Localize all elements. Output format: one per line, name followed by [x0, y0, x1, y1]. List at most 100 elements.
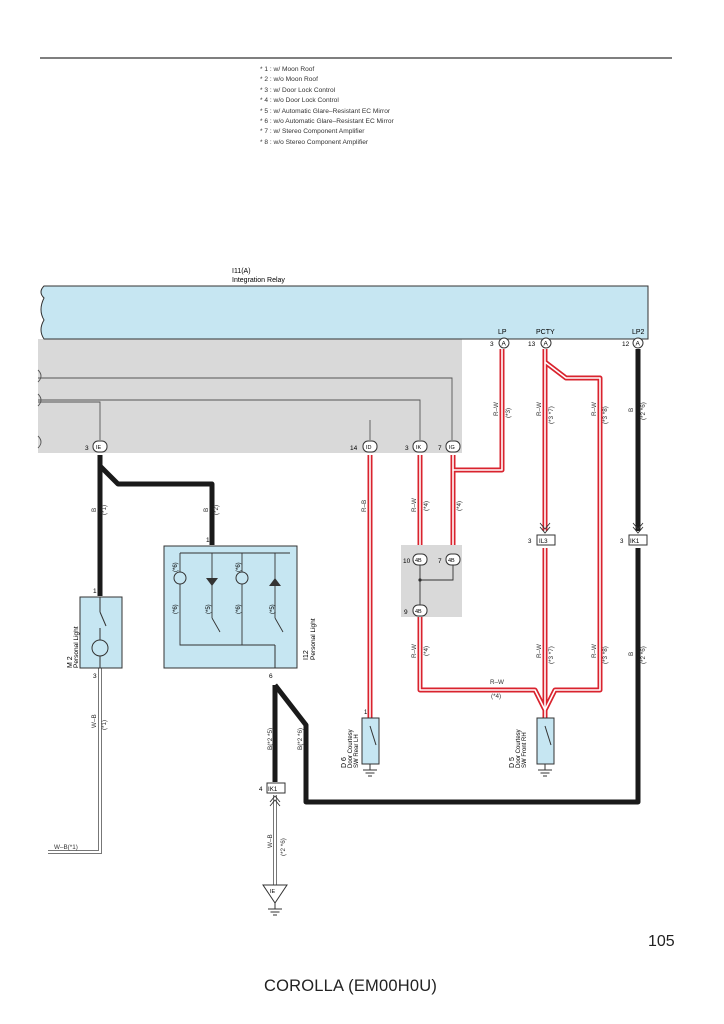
legend-note-2: * 2 : w/o Moon Roof: [260, 76, 318, 84]
svg-text:Door Courtesy: Door Courtesy: [348, 729, 354, 768]
svg-text:(*1): (*1): [101, 505, 108, 515]
svg-text:IK1: IK1: [630, 538, 640, 545]
svg-text:3: 3: [528, 538, 532, 545]
svg-text:(*3 *7): (*3 *7): [548, 406, 555, 424]
legend-note-3: * 3 : w/ Door Lock Control: [260, 86, 336, 94]
svg-text:IG: IG: [449, 445, 455, 451]
m2-personal-light: 1 3 M 2 Personal Light: [67, 588, 123, 680]
relay-name: Integration Relay: [232, 277, 285, 284]
svg-text:R–B: R–B: [361, 500, 368, 512]
svg-text:(*5): (*5): [206, 604, 212, 614]
svg-text:(*3 *7): (*3 *7): [548, 646, 555, 664]
svg-text:3: 3: [490, 341, 494, 348]
svg-text:(*4): (*4): [423, 646, 430, 656]
terminal-lp: LP: [498, 329, 507, 336]
legend-note-8: * 8 : w/o Stereo Component Amplifier: [260, 138, 369, 146]
legend-note-7: * 7 : w/ Stereo Component Amplifier: [260, 128, 365, 136]
model-code: COROLLA (EM00H0U): [264, 977, 438, 995]
svg-text:3: 3: [620, 538, 624, 545]
svg-text:7: 7: [438, 445, 442, 452]
svg-text:R–W: R–W: [536, 402, 543, 416]
svg-text:W–B: W–B: [91, 714, 98, 728]
svg-text:D 5: D 5: [509, 757, 516, 768]
svg-text:R–W: R–W: [411, 498, 418, 512]
svg-text:Personal Light: Personal Light: [73, 626, 80, 668]
integration-relay-box: [40, 285, 649, 340]
svg-text:SW Rear LH: SW Rear LH: [354, 734, 360, 768]
inline-connectors: IL3 IK1 IK1 3 3 4: [259, 522, 648, 807]
svg-text:(*4): (*4): [491, 693, 501, 700]
svg-text:(*3): (*3): [505, 408, 512, 418]
svg-text:R–W: R–W: [411, 644, 418, 658]
relay-terminals: A A A 3 13 12: [490, 337, 644, 349]
relay-gray-zone: [38, 339, 462, 453]
svg-text:IK1: IK1: [268, 786, 278, 793]
svg-text:(*3 *8): (*3 *8): [602, 646, 609, 664]
svg-text:4: 4: [259, 786, 263, 793]
svg-text:7: 7: [438, 558, 442, 565]
svg-text:(*1): (*1): [101, 720, 108, 730]
svg-text:9: 9: [404, 609, 408, 616]
svg-text:3: 3: [405, 445, 409, 452]
svg-text:1: 1: [93, 588, 97, 595]
svg-text:12: 12: [622, 341, 630, 348]
svg-text:I12: I12: [303, 650, 310, 660]
svg-text:Door Courtesy: Door Courtesy: [516, 729, 522, 768]
svg-text:(*4): (*4): [423, 501, 430, 511]
zone-connectors: IE ID IK IG 3 14 3 7: [85, 440, 461, 453]
svg-text:B(*2 *6): B(*2 *6): [297, 728, 304, 750]
svg-text:B: B: [628, 652, 635, 656]
legend-note-1: * 1 : w/ Moon Roof: [260, 66, 315, 73]
red-wires: [367, 349, 603, 718]
legend-note-6: * 6 : w/o Automatic Glare–Resistant EC M…: [260, 118, 394, 126]
svg-text:R–W: R–W: [536, 644, 543, 658]
svg-text:D 6: D 6: [341, 757, 348, 768]
svg-text:IL3: IL3: [539, 538, 548, 545]
svg-text:10: 10: [403, 558, 411, 565]
svg-text:W–B: W–B: [267, 834, 274, 848]
d5-door-switch: D 5 Door Courtesy SW Front RH: [509, 717, 555, 777]
svg-text:R–W: R–W: [493, 402, 500, 416]
svg-text:3: 3: [85, 445, 89, 452]
junction-4b-connectors: 4B 4B 4B 10 7 9: [403, 553, 461, 617]
svg-text:6: 6: [269, 673, 273, 680]
wire-labels: B (*1) B (*2) R–W (*3) R–W (*3 *7) R–W (…: [54, 402, 647, 856]
svg-text:(*2 *6): (*2 *6): [640, 402, 647, 420]
svg-text:(*2 *6): (*2 *6): [280, 838, 287, 856]
svg-text:(*3 *8): (*3 *8): [602, 406, 609, 424]
svg-text:B: B: [203, 508, 210, 512]
page-number: 105: [648, 933, 675, 950]
svg-text:IE: IE: [96, 445, 102, 451]
svg-text:13: 13: [528, 341, 536, 348]
wb-wires: [48, 668, 277, 885]
svg-text:(*4): (*4): [456, 501, 463, 511]
svg-text:SW Front RH: SW Front RH: [522, 732, 528, 768]
svg-text:(*6): (*6): [236, 604, 242, 614]
black-wires: [97, 349, 641, 805]
terminal-pcty: PCTY: [536, 329, 555, 336]
svg-text:3: 3: [93, 673, 97, 680]
svg-text:(*2): (*2): [213, 505, 220, 515]
svg-text:1: 1: [206, 537, 210, 544]
svg-text:B(*2 *5): B(*2 *5): [267, 728, 274, 750]
svg-text:R–W: R–W: [591, 644, 598, 658]
svg-text:M 2: M 2: [67, 656, 74, 668]
svg-text:IK: IK: [416, 445, 422, 451]
svg-text:ID: ID: [366, 445, 372, 451]
svg-text:(*5): (*5): [270, 604, 276, 614]
svg-text:A: A: [636, 341, 641, 348]
terminal-lp2: LP2: [632, 329, 645, 336]
notes-legend: * 1 : w/ Moon Roof * 2 : w/o Moon Roof *…: [260, 65, 394, 148]
svg-text:14: 14: [350, 445, 358, 452]
relay-code: I11(A): [232, 268, 251, 275]
legend-note-4: * 4 : w/o Door Lock Control: [260, 97, 339, 105]
ground-ie: IE: [262, 884, 288, 916]
svg-text:IE: IE: [270, 889, 276, 895]
svg-text:1: 1: [364, 710, 368, 716]
svg-text:B: B: [91, 508, 98, 512]
svg-text:A: A: [502, 341, 507, 348]
svg-text:W–B(*1): W–B(*1): [54, 844, 78, 851]
svg-text:4B: 4B: [448, 558, 455, 564]
